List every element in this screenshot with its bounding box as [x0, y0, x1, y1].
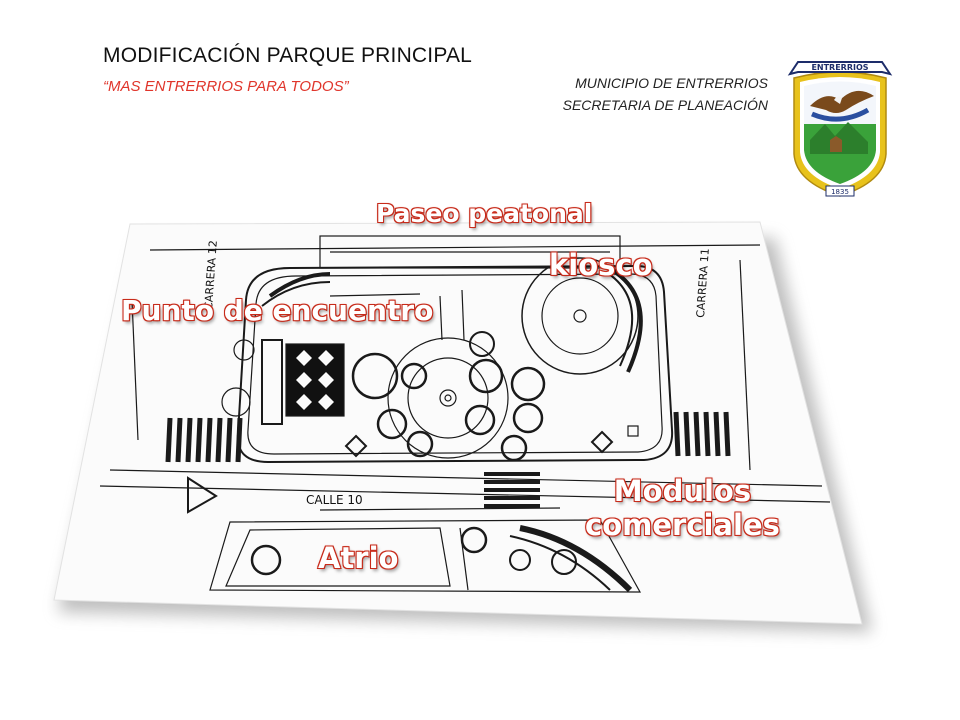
street-label-carrera-11: CARRERA 11 [694, 248, 712, 318]
crest-year: 1835 [831, 188, 849, 196]
slide-subtitle: “MAS ENTRERRIOS PARA TODOS” [103, 78, 349, 95]
callout-kiosco: kiosco [548, 247, 654, 283]
plan-sheet [53, 221, 863, 625]
municipality-name: MUNICIPIO DE ENTRERRIOS [575, 75, 768, 91]
callout-paseo-peatonal: Paseo peatonal [375, 198, 593, 229]
municipal-crest-logo: ENTRERRIOS 1835 [787, 61, 893, 197]
department-name: SECRETARIA DE PLANEACIÓN [562, 97, 768, 113]
slide-title: MODIFICACIÓN PARQUE PRINCIPAL [103, 44, 473, 67]
callout-modulos-line1: Modulos [613, 473, 752, 509]
street-label-calle-10: CALLE 10 [306, 493, 363, 507]
callout-atrio: Atrio [317, 540, 399, 576]
organization-block: MUNICIPIO DE ENTRERRIOS SECRETARIA DE PL… [563, 72, 768, 116]
callout-modulos-comerciales: Modulos comerciales [584, 473, 781, 543]
callout-punto-de-encuentro: Punto de encuentro [120, 293, 434, 328]
crest-banner-text: ENTRERRIOS [811, 63, 868, 72]
street-label-carrera-12: CARRERA 12 [202, 240, 220, 310]
callout-modulos-line2: comerciales [584, 507, 781, 543]
